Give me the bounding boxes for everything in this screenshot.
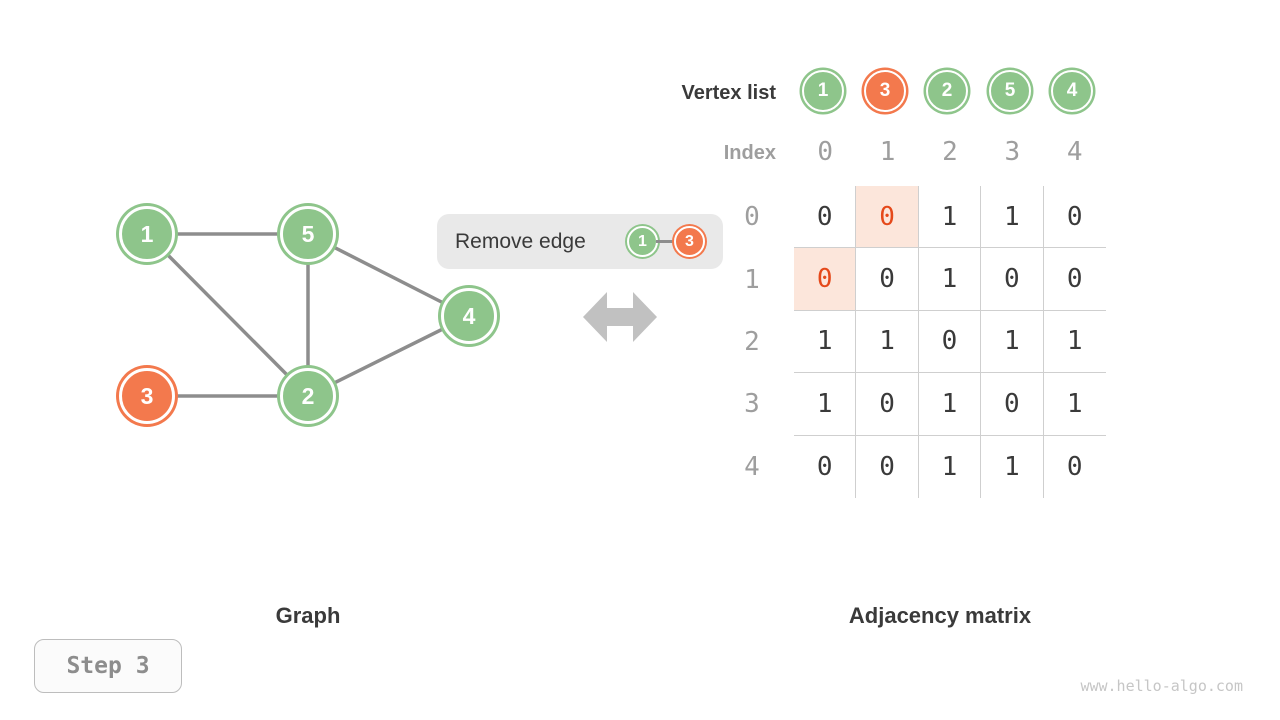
- chip-vertex-3: 3: [674, 226, 705, 257]
- matrix-cell: 1: [856, 310, 919, 374]
- matrix-cell: 1: [981, 186, 1044, 249]
- graph-vertex-2: 2: [280, 368, 336, 424]
- row-label: 4: [744, 451, 760, 482]
- remove-edge-chip: Remove edge 1 3: [437, 214, 723, 269]
- index-row: 0 1 2 3 4: [794, 126, 1106, 178]
- row-label: 1: [744, 264, 760, 295]
- matrix-cell: 0: [856, 186, 919, 249]
- list-vertex-5: 5: [989, 70, 1031, 112]
- index-value: 0: [817, 137, 834, 167]
- matrix-title: Adjacency matrix: [848, 603, 1032, 628]
- matrix-cell: 0: [1043, 248, 1106, 311]
- matrix-cell: 0: [856, 435, 919, 498]
- matrix-cell: 1: [981, 310, 1044, 374]
- step-badge: Step 3: [34, 639, 182, 693]
- row-label: 0: [744, 202, 760, 233]
- matrix-cell: 1: [919, 435, 982, 498]
- graph-vertex-5: 5: [280, 206, 336, 262]
- matrix-cell: 0: [918, 310, 982, 374]
- index-label: Index: [723, 142, 776, 164]
- matrix-cell: 0: [794, 186, 857, 249]
- edge-5-4: [307, 232, 470, 318]
- matrix-cell: 1: [981, 435, 1044, 498]
- vertex-list-label: Vertex list: [681, 82, 776, 104]
- index-value: 2: [942, 137, 958, 167]
- matrix-cell: 1: [918, 186, 982, 249]
- swap-arrow-icon: [583, 292, 657, 342]
- index-value: 4: [1066, 137, 1083, 167]
- matrix-cell: 0: [981, 248, 1044, 311]
- adjacency-matrix: 0 0 1 1 0 0 0 1 0 0 1 1 0 1 1 1 0 1 0 1 …: [794, 186, 1106, 498]
- edge-connector: [656, 239, 676, 244]
- matrix-cell: 1: [794, 310, 857, 374]
- matrix-cell: 0: [981, 373, 1044, 436]
- matrix-cell: 1: [918, 373, 982, 436]
- remove-edge-label: Remove edge: [455, 229, 586, 253]
- edge-1-2: [145, 232, 310, 398]
- edge-2-4: [307, 314, 470, 398]
- matrix-cell: 0: [1066, 451, 1083, 482]
- list-vertex-2: 2: [926, 70, 968, 112]
- list-vertex-3: 3: [864, 70, 906, 112]
- matrix-cell: 0: [794, 435, 857, 498]
- chip-vertex-1: 1: [627, 226, 658, 257]
- matrix-cell: 0: [794, 248, 857, 311]
- watermark: www.hello-algo.com: [1080, 677, 1243, 695]
- removed-edge-preview: 1 3: [627, 226, 705, 257]
- graph-vertex-1: 1: [119, 206, 175, 262]
- matrix-cell: 1: [1043, 311, 1106, 374]
- graph-title: Graph: [275, 603, 341, 628]
- matrix-cell: 0: [856, 373, 919, 436]
- index-value: 1: [879, 137, 896, 167]
- row-label: 3: [744, 389, 760, 420]
- matrix-cell: 0: [856, 248, 919, 311]
- matrix-cell: 1: [794, 373, 857, 436]
- matrix-cell: 0: [1043, 186, 1106, 249]
- matrix-cell: 1: [1043, 373, 1106, 436]
- row-label: 2: [744, 326, 760, 357]
- graph-vertex-4: 4: [441, 288, 497, 344]
- graph-vertex-3: 3: [119, 368, 175, 424]
- list-vertex-4: 4: [1051, 70, 1093, 112]
- list-vertex-1: 1: [802, 70, 844, 112]
- matrix-row-labels: 0 1 2 3 4: [727, 186, 777, 498]
- matrix-cell: 1: [918, 248, 982, 311]
- index-value: 3: [1004, 137, 1021, 167]
